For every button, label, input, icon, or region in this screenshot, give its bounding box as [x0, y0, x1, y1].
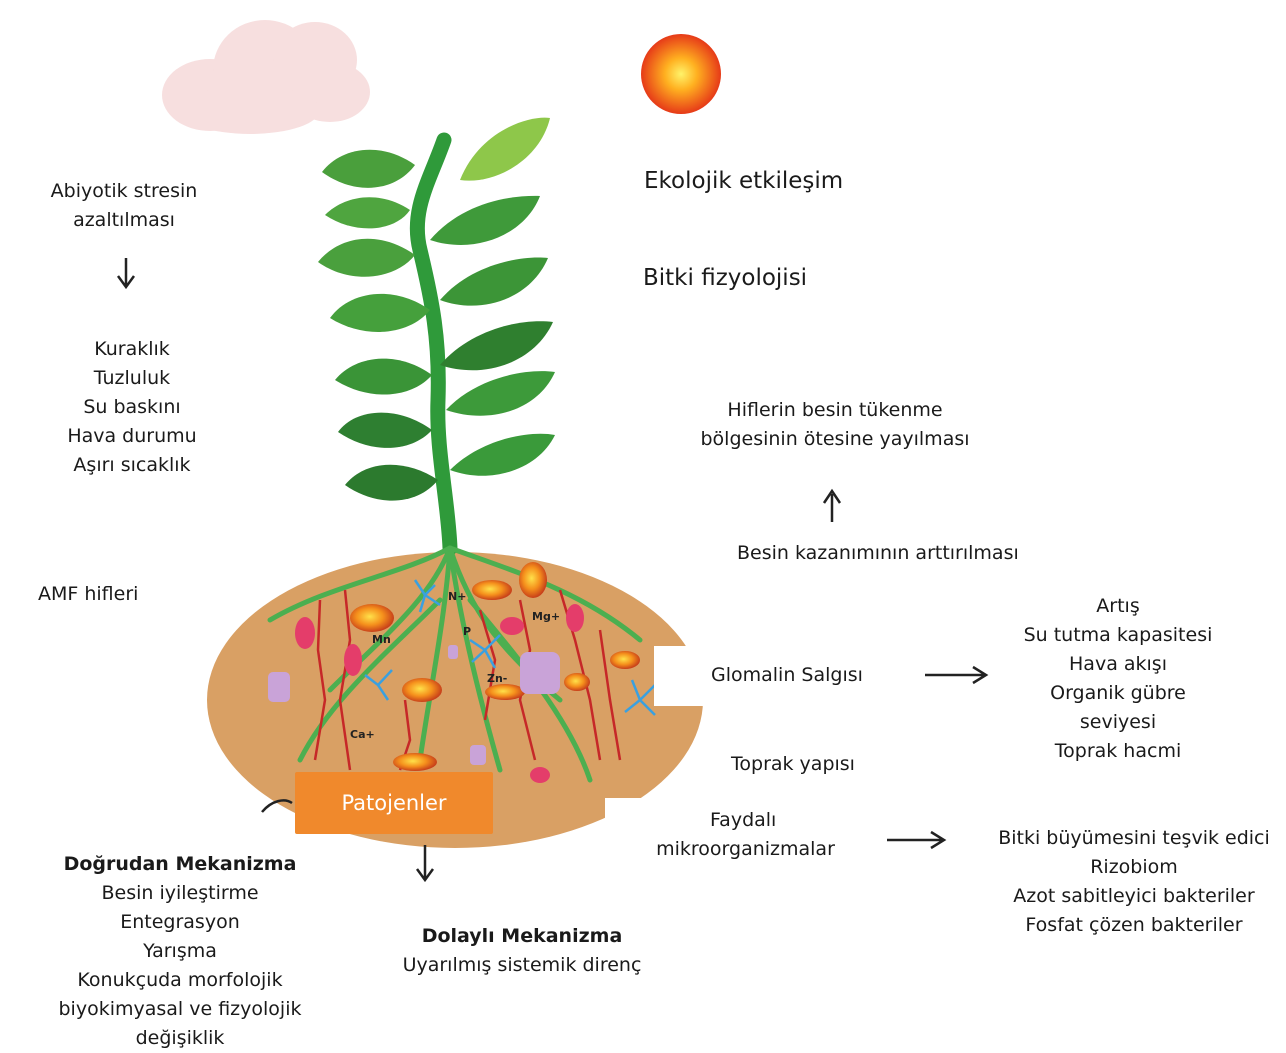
ion-label: Mn — [372, 633, 391, 646]
effect-item: Su tutma kapasitesi — [1000, 621, 1236, 650]
indirect-mechanism-title: Dolaylı Mekanizma — [395, 922, 649, 951]
effect-item: Hava akışı — [1000, 650, 1236, 679]
effect-item: Artış — [1000, 592, 1236, 621]
amf-hyphae-label: AMF hifleri — [38, 580, 150, 609]
arrow-down-abiotic — [118, 258, 134, 287]
direct-item: biyokimyasal ve fizyolojik — [40, 995, 320, 1024]
pathogens-label: Patojenler — [341, 791, 446, 815]
microbe-item: Azot sabitleyici bakteriler — [995, 882, 1273, 911]
pathogens-box: Patojenler — [295, 772, 493, 834]
arrow-right-glomalin — [925, 667, 986, 683]
stress-item: Hava durumu — [42, 422, 222, 451]
stress-item: Aşırı sıcaklık — [42, 451, 222, 480]
soil-structure-label: Toprak yapısı — [731, 750, 855, 779]
hyphae-line1: Hiflerin besin tükenme — [690, 396, 980, 425]
effect-item: seviyesi — [1000, 708, 1236, 737]
abiotic-title-line2: azaltılması — [44, 206, 204, 235]
nutrient-gain-text: Besin kazanımının arttırılması — [737, 542, 1019, 564]
arrow-right-microbes — [887, 832, 944, 848]
direct-item: Entegrasyon — [40, 908, 320, 937]
soil-structure-text: Toprak yapısı — [731, 753, 855, 775]
ion-label: N+ — [448, 590, 466, 603]
indirect-item: Uyarılmış sistemik direnç — [395, 951, 649, 980]
stress-list: Kuraklık Tuzluluk Su baskını Hava durumu… — [42, 335, 222, 480]
nutrient-gain-label: Besin kazanımının arttırılması — [737, 539, 1019, 568]
ecological-text: Ekolojik etkileşim — [644, 168, 843, 194]
direct-item: değişiklik — [40, 1024, 320, 1053]
glomalin-text: Glomalin Salgısı — [711, 664, 863, 686]
abiotic-stress-title: Abiyotik stresin azaltılması — [44, 177, 204, 235]
hyphae-spread-label: Hiflerin besin tükenme bölgesinin ötesin… — [690, 396, 980, 454]
direct-mechanism: Doğrudan Mekanizma Besin iyileştirme Ent… — [40, 850, 320, 1053]
effect-item: Toprak hacmi — [1000, 737, 1236, 766]
ecological-interaction-label: Ekolojik etkileşim — [644, 166, 843, 196]
ion-label: P — [463, 625, 471, 638]
microbe-list: Bitki büyümesini teşvik edici Rizobiom A… — [995, 824, 1273, 940]
effect-item: Organik gübre — [1000, 679, 1236, 708]
hyphae-line2: bölgesinin ötesine yayılması — [690, 425, 980, 454]
physiology-text: Bitki fizyolojisi — [643, 265, 807, 291]
stress-item: Tuzluluk — [42, 364, 222, 393]
direct-mechanism-title: Doğrudan Mekanizma — [40, 850, 320, 879]
direct-item: Konukçuda morfolojik — [40, 966, 320, 995]
microbe-item: Bitki büyümesini teşvik edici — [995, 824, 1273, 853]
arrow-up-hyphae — [824, 491, 840, 522]
stress-item: Su baskını — [42, 393, 222, 422]
ion-label: Mg+ — [532, 610, 560, 623]
ion-label: Zn- — [487, 672, 507, 685]
cloud — [162, 20, 370, 134]
beneficial-microbes-label: Faydalı mikroorganizmalar — [648, 806, 843, 864]
indirect-mechanism: Dolaylı Mekanizma Uyarılmış sistemik dir… — [395, 922, 649, 980]
glomalin-effects-list: Artış Su tutma kapasitesi Hava akışı Org… — [1000, 592, 1236, 766]
microbe-item: Rizobiom — [995, 853, 1273, 882]
plant-physiology-label: Bitki fizyolojisi — [643, 263, 807, 293]
beneficial-line2: mikroorganizmalar — [648, 835, 843, 864]
direct-item: Besin iyileştirme — [40, 879, 320, 908]
microbe-item: Fosfat çözen bakteriler — [995, 911, 1273, 940]
direct-item: Yarışma — [40, 937, 320, 966]
amf-label-text: AMF hifleri — [38, 583, 138, 605]
ion-label: Ca+ — [350, 728, 375, 741]
glomalin-label: Glomalin Salgısı — [711, 661, 863, 690]
sun — [641, 34, 721, 114]
abiotic-title-line1: Abiyotik stresin — [44, 177, 204, 206]
arrow-down-pathogens — [417, 845, 433, 880]
beneficial-line1: Faydalı — [648, 806, 843, 835]
stress-item: Kuraklık — [42, 335, 222, 364]
